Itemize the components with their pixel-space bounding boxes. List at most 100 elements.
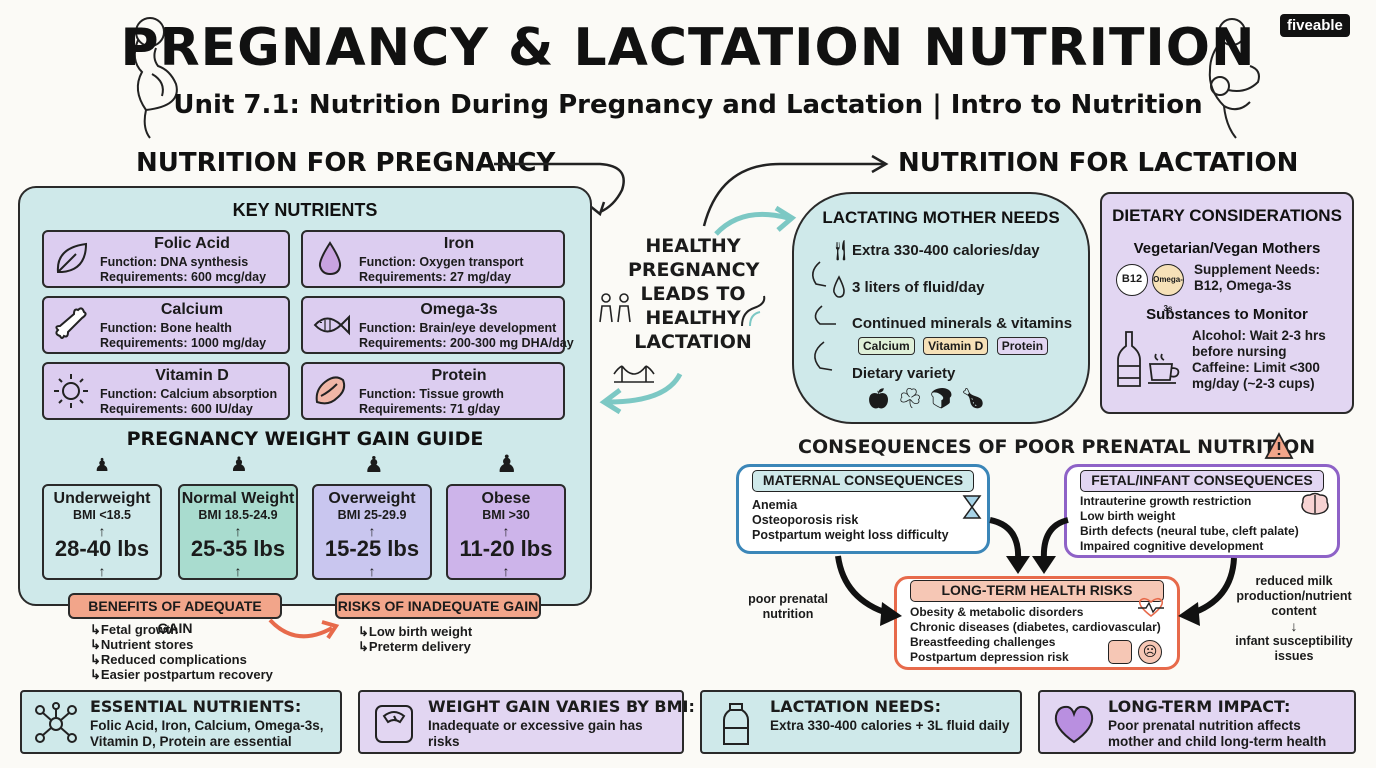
mother-needs-title: LACTATING MOTHER NEEDS [822,208,1060,227]
benefits-label: BENEFITS OF ADEQUATE GAIN [68,593,282,636]
food-icons: 🍎︎☘︎🍞︎🍗︎ [866,388,992,410]
fetal-title-pill: FETAL/INFANT CONSEQUENCES [1080,470,1324,492]
nutrient-requirement: Requirements: 200-300 mg DHA/day [359,336,574,350]
sad-face-icon: ☹ [1138,640,1162,664]
b12-badge: B12 [1116,264,1148,296]
nutrient-name: Protein [431,367,487,384]
nutrient-name: Calcium [160,301,224,318]
nutrient-function: Function: Brain/eye development [359,321,557,335]
weight-category-name: Underweight [53,490,151,507]
nutrient-requirement: Requirements: 71 g/day [359,402,501,416]
list-item: Easier postpartum recovery [90,667,273,682]
nutrient-name: Folic Acid [154,235,230,252]
nutrient-requirement: Requirements: 600 IU/day [100,402,253,416]
banner-text-line: risks [428,734,460,749]
muscle-icon [315,376,346,405]
person-icon: ♟ [496,451,518,478]
fetal-list: Intrauterine growth restriction Low birt… [1080,494,1299,554]
arrow-up-icon: ↑ [368,563,376,579]
note-line: content [1271,604,1317,618]
person-icon: ♟ [230,454,248,476]
list-item: Nutrient stores [90,637,273,652]
risks-list: Low birth weight Preterm delivery [358,624,472,654]
page-subtitle: Unit 7.1: Nutrition During Pregnancy and… [173,90,1203,120]
diet-title: DIETARY CONSIDERATIONS [1112,206,1342,225]
benefits-list: Fetal growth Nutrient stores Reduced com… [90,622,273,682]
nutrient-function: Function: Bone health [100,321,232,335]
weight-range: 28-40 lbs [54,536,150,561]
page-title: PREGNANCY & LACTATION NUTRITION [120,18,1256,78]
summary-banner: LACTATION NEEDS:Extra 330-400 calories +… [700,690,1022,754]
pregnancy-heading: NUTRITION FOR PREGNANCY [136,148,556,178]
arrow-up-icon: ↑ [502,523,510,539]
summary-banner: LONG-TERM IMPACT:Poor prenatal nutrition… [1038,690,1356,754]
nutrient-function: Function: Oxygen transport [359,255,524,269]
summary-banner: WEIGHT GAIN VARIES BY BMI:Inadequate or … [358,690,695,754]
list-item: Postpartum weight loss difficulty [752,528,949,542]
person-icon: ♟ [364,452,384,477]
banner-text: Extra 330-400 calories + 3L fluid daily [770,718,1010,734]
leaf-icon [56,242,88,273]
list-item: Obesity & metabolic disorders [910,605,1084,619]
scale-small-icon [1108,640,1132,664]
veg-title: Vegetarian/Vegan Mothers [1133,240,1321,257]
list-item: Low birth weight [1080,509,1176,523]
substance-line: mg/day (~2-3 cups) [1192,376,1315,391]
mineral-tags: Calcium Vitamin D Protein [858,337,1052,355]
arrow-up-icon: ↑ [368,523,376,539]
weight-bmi: BMI >30 [482,508,530,522]
flow-arrows-icon [812,261,836,371]
tag-protein: Protein [996,337,1049,355]
droplet-icon [318,241,342,276]
hourglass-icon [962,495,982,519]
brain-icon [1301,492,1329,515]
list-item: Birth defects (neural tube, cleft palate… [1080,524,1299,538]
nutrient-name: Omega-3s [420,301,498,318]
need-fluid: 3 liters of fluid/day [852,279,985,296]
list-item: Fetal growth [90,622,273,637]
omega-badge: Omega-3s [1152,264,1184,313]
banner-text: Folic Acid, Iron, Calcium, Omega-3s,Vita… [90,718,324,750]
weight-range: 15-25 lbs [324,536,420,561]
note-line: production/nutrient [1236,589,1352,603]
longterm-list: Obesity & metabolic disorders Chronic di… [910,605,1161,665]
arrow-up-icon: ↑ [234,523,242,539]
maternal-list: Anemia Osteoporosis risk Postpartum weig… [752,498,949,543]
lactation-arrow-icon [702,154,889,227]
need-calories: Extra 330-400 calories/day [852,242,1040,259]
note-line: reduced milk [1255,574,1333,588]
list-item: Preterm delivery [358,639,472,654]
consequences-title: CONSEQUENCES OF POOR PRENATAL NUTRITION [798,436,1316,458]
arrow-icon [494,162,625,217]
list-item: Anemia [752,498,798,512]
veg-text-line: Supplement Needs: [1194,262,1321,277]
need-minerals: Continued minerals & vitamins [852,315,1073,332]
weight-category-name: Obese [481,490,531,507]
pregnant-woman-icon [133,17,178,139]
right-note: reduced milk production/nutrient content… [1224,574,1364,664]
lactation-heading: NUTRITION FOR LACTATION [898,148,1299,178]
veg-text-line: B12, Omega-3s [1194,278,1292,293]
coffee-cup-icon [1148,353,1180,384]
consequence-arrows [835,517,1237,626]
nutrient-function: Function: Tissue growth [359,387,504,401]
brand-logo: fiveable [1280,14,1350,37]
summary-banner: ESSENTIAL NUTRIENTS:Folic Acid, Iron, Ca… [20,690,342,754]
note-line: issues [1274,649,1314,663]
dietary-considerations-box [1100,192,1354,414]
banner-text-line: Inadequate or excessive gain has [428,718,643,733]
weight-category-name: Normal Weight [181,490,295,507]
maternal-title-pill: MATERNAL CONSEQUENCES [752,470,974,492]
droplet-icon [833,275,845,298]
list-item: Chronic diseases (diabetes, cardiovascul… [910,620,1161,634]
road-icon [741,295,766,327]
